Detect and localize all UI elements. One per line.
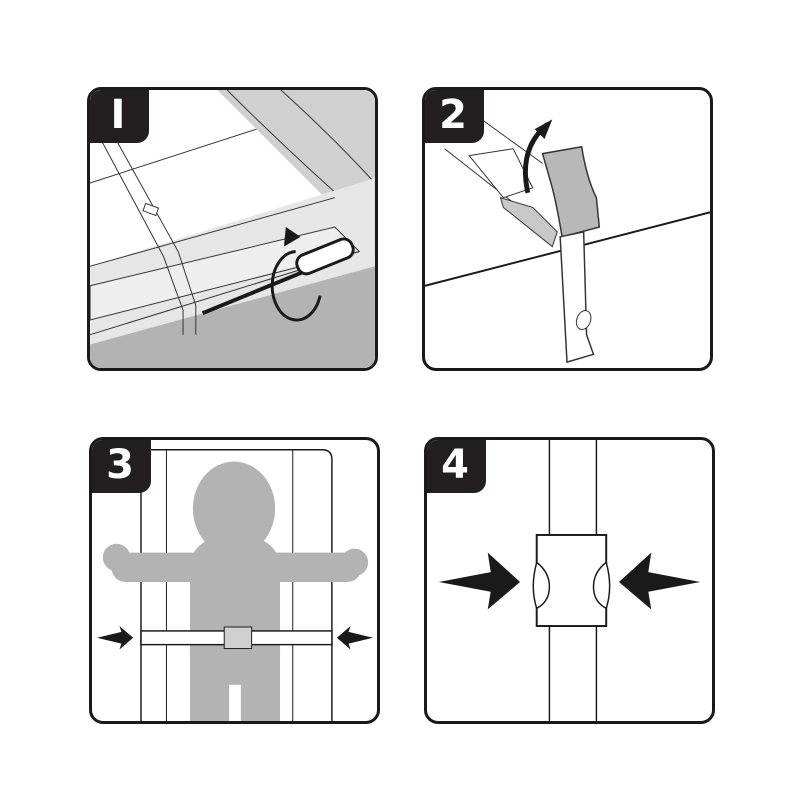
child-and-gate-illustration xyxy=(96,449,374,721)
step-3-panel: 3 xyxy=(89,437,380,724)
step-number-badge: 2 xyxy=(425,90,484,143)
step-1-panel: I xyxy=(87,87,378,371)
step-number-badge: 3 xyxy=(92,440,151,493)
screwdriver-illustration xyxy=(90,90,375,368)
step-2-panel: 2 xyxy=(422,87,713,371)
step-number-badge: 4 xyxy=(427,440,486,493)
step-4-panel: 4 xyxy=(424,437,715,724)
buckle-lift-illustration xyxy=(425,99,710,364)
step-number-badge: I xyxy=(90,90,149,143)
buckle-release-illustration xyxy=(438,440,701,721)
